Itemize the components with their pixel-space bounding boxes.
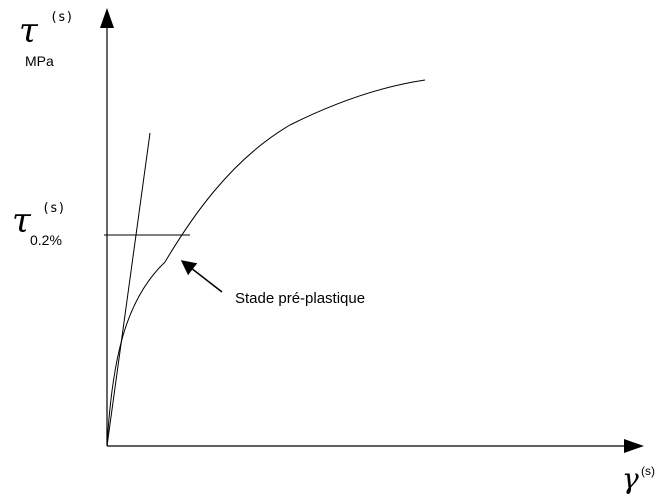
x-axis-superscript: (s) xyxy=(641,464,655,478)
annotation-arrow xyxy=(180,260,223,293)
y-axis-unit: MPa xyxy=(25,53,54,69)
y-axis-symbol: τ xyxy=(19,11,39,51)
yield-symbol: τ xyxy=(12,201,32,241)
yield-subscript: 0.2% xyxy=(30,232,62,248)
x-axis-symbol: γ xyxy=(622,462,639,495)
y-axis-arrowhead xyxy=(100,8,114,28)
annotation-label: Stade pré-plastique xyxy=(235,290,365,307)
offset-line xyxy=(106,132,151,447)
x-axis-arrowhead xyxy=(624,439,644,453)
stress-strain-curve xyxy=(106,79,426,447)
yield-superscript: (s) xyxy=(42,201,65,216)
y-axis-superscript: (s) xyxy=(50,10,73,25)
